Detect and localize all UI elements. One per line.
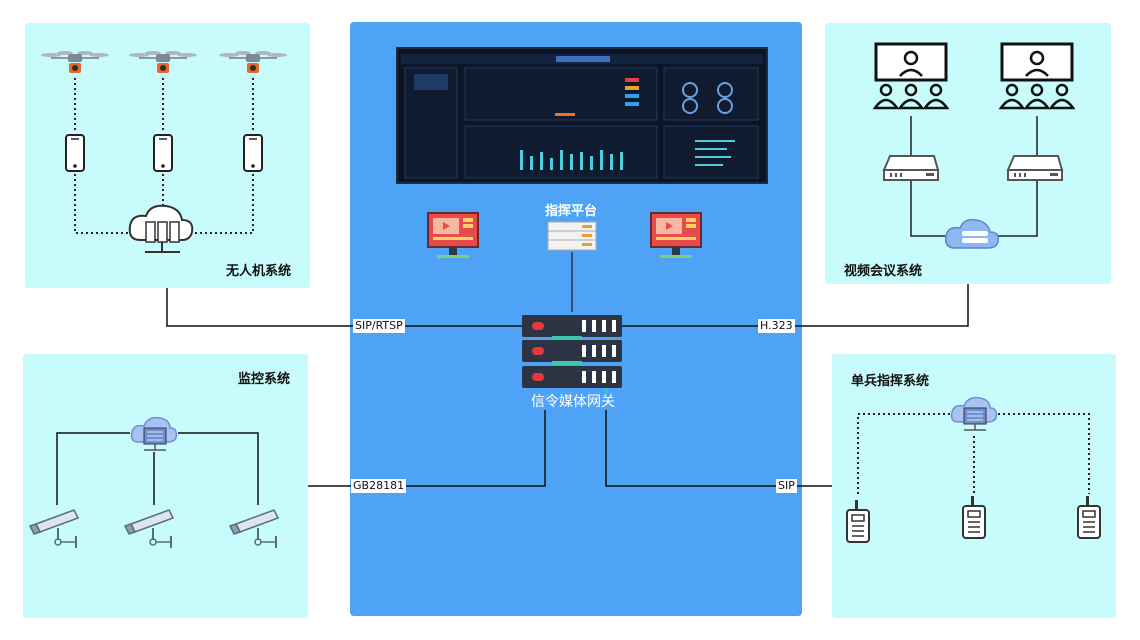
radio-icon bbox=[846, 499, 870, 543]
smartphone-icon bbox=[243, 134, 263, 172]
drone-icon bbox=[128, 50, 198, 74]
smartphone-icon bbox=[153, 134, 173, 172]
smartphone-icon bbox=[65, 134, 85, 172]
monitoring-panel bbox=[23, 354, 308, 618]
meeting-room-icon bbox=[999, 42, 1075, 110]
soldier-command-title: 单兵指挥系统 bbox=[851, 374, 930, 389]
drone-icon bbox=[40, 50, 110, 74]
surveillance-camera-icon bbox=[29, 509, 79, 549]
cloud-icon bbox=[944, 218, 1000, 249]
sip-label: SIP bbox=[776, 479, 797, 493]
monitoring-title: 监控系统 bbox=[238, 372, 291, 387]
command-platform-label: 指挥平台 bbox=[545, 204, 598, 219]
cloud-server-icon bbox=[128, 204, 194, 253]
cloud-server-icon bbox=[130, 416, 178, 451]
drone-icon bbox=[218, 50, 288, 74]
terminal-device-icon bbox=[1007, 155, 1063, 181]
terminal-device-icon bbox=[883, 155, 939, 181]
dashboard-screen bbox=[396, 47, 768, 184]
radio-icon bbox=[1077, 495, 1101, 539]
video-conference-title: 视频会议系统 bbox=[844, 264, 923, 279]
h323-label: H.323 bbox=[758, 319, 795, 333]
cloud-server-icon bbox=[950, 396, 998, 431]
computer-monitor-icon bbox=[427, 212, 479, 259]
sip-rtsp-label: SIP/RTSP bbox=[353, 319, 405, 333]
drone-system-title: 无人机系统 bbox=[226, 264, 292, 279]
server-icon bbox=[547, 221, 597, 251]
surveillance-camera-icon bbox=[124, 509, 174, 549]
meeting-room-icon bbox=[873, 42, 949, 110]
gateway-server-icon bbox=[522, 315, 622, 393]
radio-icon bbox=[962, 495, 986, 539]
gb28181-label: GB28181 bbox=[351, 479, 407, 493]
computer-monitor-icon bbox=[650, 212, 702, 259]
surveillance-camera-icon bbox=[229, 509, 279, 549]
gateway-label: 信令媒体网关 bbox=[531, 394, 615, 410]
